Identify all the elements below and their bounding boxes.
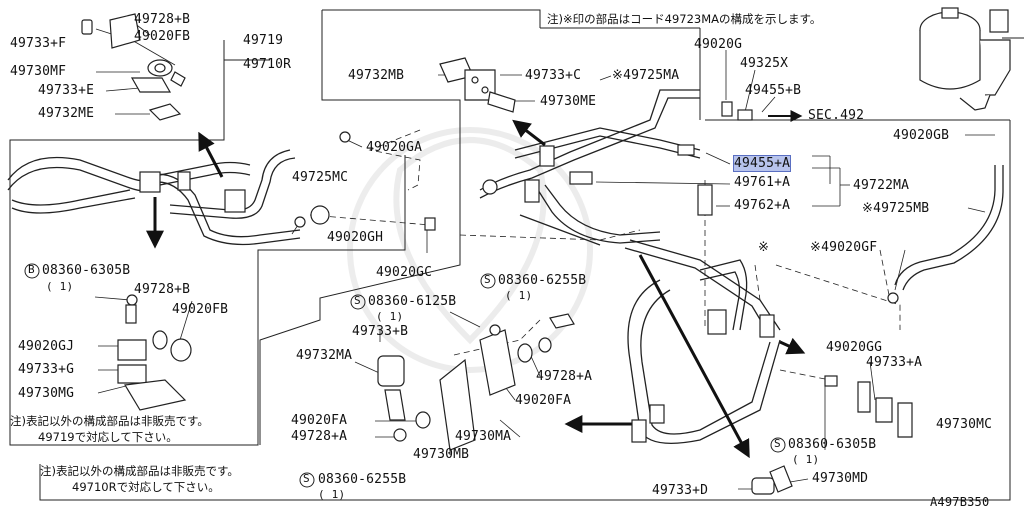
part-49020GJ[interactable]: 49020GJ xyxy=(18,339,75,354)
part-49761A[interactable]: 49761+A xyxy=(734,175,791,190)
part-49730MC[interactable]: 49730MC xyxy=(936,417,993,432)
qty-label: ( 1) xyxy=(792,453,820,466)
part-49020FA-right[interactable]: 49020FA xyxy=(515,393,572,408)
part-49020GF[interactable]: ※49020GF xyxy=(810,240,878,255)
part-49455A-highlighted[interactable]: 49455+A xyxy=(732,155,792,172)
part-49728B-left[interactable]: 49728+B xyxy=(134,282,191,297)
circle-s-bottom xyxy=(299,472,315,488)
part-49728A-left[interactable]: 49728+A xyxy=(291,429,348,444)
reservoir-tank xyxy=(919,7,1011,111)
leader-lines xyxy=(94,19,995,490)
bolt-08360-6305B-right[interactable]: 08360-6305B xyxy=(788,437,877,452)
asterisk-mark: ※ xyxy=(758,240,770,255)
part-49733C[interactable]: 49733+C xyxy=(525,68,582,83)
diagram-id: A497B350 xyxy=(930,495,990,509)
part-49730MD[interactable]: 49730MD xyxy=(812,471,869,486)
note-left-line2: 49719で対応して下さい。 xyxy=(38,430,178,444)
bolt-callout-circles xyxy=(24,263,786,488)
part-49730MG[interactable]: 49730MG xyxy=(18,386,75,401)
note-bottom-line1: 注)表記以外の構成部品は非販売です。 xyxy=(40,464,239,478)
part-49020GC[interactable]: 49020GC xyxy=(376,265,433,280)
part-49733G[interactable]: 49733+G xyxy=(18,362,75,377)
part-49020GG[interactable]: 49020GG xyxy=(826,340,883,355)
part-49020FB-left[interactable]: 49020FB xyxy=(172,302,229,317)
part-49722MA[interactable]: 49722MA xyxy=(853,178,910,193)
part-49725MB[interactable]: ※49725MB xyxy=(862,201,930,216)
part-49728A-right[interactable]: 49728+A xyxy=(536,369,593,384)
note-top-right: 注)※印の部品はコード49723MAの構成を示します。 xyxy=(547,12,822,26)
part-49725MC[interactable]: 49725MC xyxy=(292,170,349,185)
part-49730MB[interactable]: 49730MB xyxy=(413,447,470,462)
direction-arrows xyxy=(146,110,806,459)
qty-label: ( 1) xyxy=(46,280,74,293)
part-49733E[interactable]: 49733+E xyxy=(38,83,95,98)
part-49730MF[interactable]: 49730MF xyxy=(10,64,67,79)
circle-b-left xyxy=(24,263,40,279)
part-49733A[interactable]: 49733+A xyxy=(866,355,923,370)
part-49020FA-left[interactable]: 49020FA xyxy=(291,413,348,428)
part-49020FB-top[interactable]: 49020FB xyxy=(134,29,191,44)
part-49728B-top[interactable]: 49728+B xyxy=(134,12,191,27)
part-49020G[interactable]: 49020G xyxy=(694,37,743,52)
part-49725MA[interactable]: ※49725MA xyxy=(612,68,680,83)
part-49733D[interactable]: 49733+D xyxy=(652,483,709,498)
circle-s-right xyxy=(770,437,786,453)
frame-lines xyxy=(9,9,1024,501)
bolt-08360-6125B[interactable]: 08360-6125B xyxy=(368,294,457,309)
part-49762A[interactable]: 49762+A xyxy=(734,198,791,213)
part-49710R[interactable]: 49710R xyxy=(243,57,292,72)
circle-s-top xyxy=(480,273,496,289)
circle-s-mid xyxy=(350,294,366,310)
part-49733F[interactable]: 49733+F xyxy=(10,36,67,51)
part-49732MA[interactable]: 49732MA xyxy=(296,348,353,363)
bolt-08360-6305B-left[interactable]: 08360-6305B xyxy=(42,263,131,278)
circle-s-letter: S xyxy=(774,437,781,450)
part-49325X[interactable]: 49325X xyxy=(740,56,789,71)
note-bottom-line2: 49710Rで対応して下さい。 xyxy=(72,480,220,494)
part-shapes xyxy=(81,7,1011,495)
arrow-down-diagonal xyxy=(638,254,750,459)
circle-s-letter: S xyxy=(303,472,310,485)
part-49733B[interactable]: 49733+B xyxy=(352,324,409,339)
part-49732MB[interactable]: 49732MB xyxy=(348,68,405,83)
note-left-line1: 注)表記以外の構成部品は非販売です。 xyxy=(10,414,209,428)
circle-s-letter: S xyxy=(354,294,361,307)
circle-b-letter: B xyxy=(28,263,35,276)
part-49732ME[interactable]: 49732ME xyxy=(38,106,95,121)
circle-s-letter: S xyxy=(484,273,491,286)
part-49730ME[interactable]: 49730ME xyxy=(540,94,597,109)
part-49730MA[interactable]: 49730MA xyxy=(455,429,512,444)
qty-label: ( 1) xyxy=(376,310,404,323)
part-49020GA[interactable]: 49020GA xyxy=(366,140,423,155)
arrow-up-middle xyxy=(512,119,546,147)
part-49020GH[interactable]: 49020GH xyxy=(327,230,384,245)
part-49455B[interactable]: 49455+B xyxy=(745,83,802,98)
bolt-08360-6255B-top[interactable]: 08360-6255B xyxy=(498,273,587,288)
part-49020GB[interactable]: 49020GB xyxy=(893,128,950,143)
bolt-08360-6255B-bottom[interactable]: 08360-6255B xyxy=(318,472,407,487)
ref-sec492[interactable]: SEC.492 xyxy=(808,108,865,123)
qty-label: ( 1) xyxy=(505,289,533,302)
arrow-up-left xyxy=(198,131,224,178)
arrow-right-middle xyxy=(779,337,806,355)
part-49719[interactable]: 49719 xyxy=(243,33,284,48)
qty-label: ( 1) xyxy=(318,488,346,501)
